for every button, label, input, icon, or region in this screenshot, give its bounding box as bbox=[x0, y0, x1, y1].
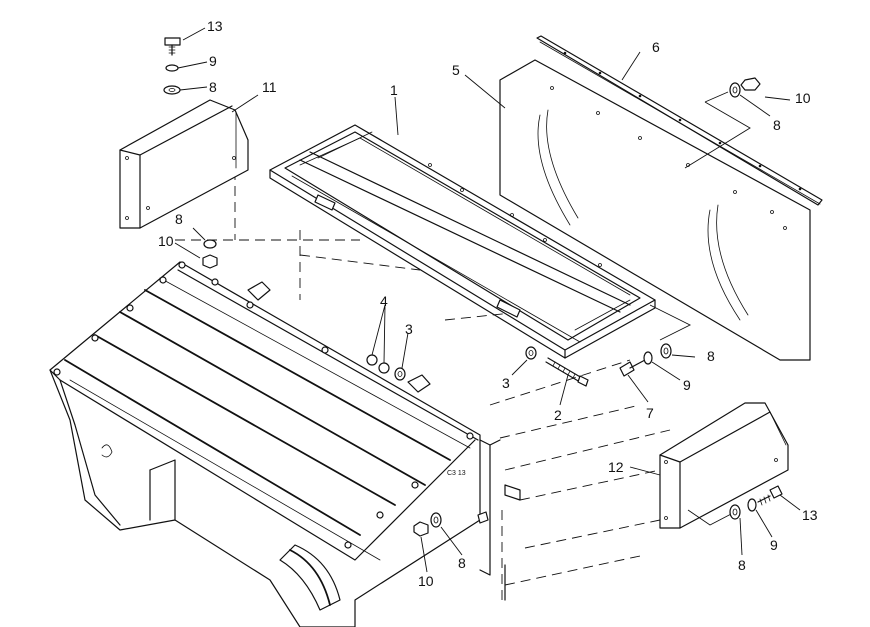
lock-washer-9-right-mid bbox=[643, 351, 653, 365]
callout-3-left: 3 bbox=[405, 321, 413, 337]
lock-washer-9-top bbox=[165, 64, 179, 72]
washer-8-bottom-right bbox=[729, 504, 741, 520]
callout-10-right: 10 bbox=[795, 90, 811, 106]
leader-lines bbox=[174, 27, 801, 573]
callout-11: 11 bbox=[262, 79, 277, 95]
pins-4 bbox=[366, 354, 390, 374]
callout-8-bottom-right: 8 bbox=[738, 557, 746, 573]
washer-3-right bbox=[525, 346, 537, 360]
window-panel bbox=[499, 59, 811, 361]
top-frame-assembly bbox=[269, 124, 656, 359]
callout-7: 7 bbox=[646, 405, 654, 421]
panel-marking: C3 13 bbox=[447, 470, 466, 477]
main-housing bbox=[49, 261, 481, 627]
callout-2: 2 bbox=[554, 407, 562, 423]
callout-10-left-mid: 10 bbox=[158, 233, 174, 249]
callout-labels: 13 9 8 11 8 10 1 5 6 10 8 4 3 3 2 8 9 7 … bbox=[158, 18, 818, 589]
end-plate-left bbox=[119, 99, 249, 229]
callout-9-bottom-right: 9 bbox=[770, 537, 778, 553]
washer-8-bottom-center bbox=[430, 512, 442, 528]
callout-8-bottom-center: 8 bbox=[458, 555, 466, 571]
assembly-centerlines bbox=[175, 170, 671, 600]
bolt-13-bottom-right bbox=[757, 485, 783, 506]
washer-8-left-mid bbox=[203, 239, 217, 249]
callout-3-right: 3 bbox=[502, 375, 510, 391]
washer-8-top bbox=[163, 85, 181, 95]
callout-10-bottom: 10 bbox=[418, 573, 434, 589]
washer-8-right-top bbox=[729, 82, 741, 98]
trim-strip bbox=[536, 35, 823, 206]
bolt-7 bbox=[619, 359, 646, 377]
bolt-13-top bbox=[164, 37, 181, 56]
callout-8-right-mid: 8 bbox=[707, 348, 715, 364]
callout-13-bottom-right: 13 bbox=[802, 507, 818, 523]
callout-8-top: 8 bbox=[209, 79, 217, 95]
nut-10-left-mid bbox=[202, 254, 218, 269]
callout-1: 1 bbox=[390, 82, 398, 98]
callout-6: 6 bbox=[652, 39, 660, 55]
side-frame bbox=[479, 439, 521, 601]
callout-9-top: 9 bbox=[209, 53, 217, 69]
washer-8-right-mid bbox=[660, 343, 672, 359]
callout-8-left-mid: 8 bbox=[175, 211, 183, 227]
callout-5: 5 bbox=[452, 62, 460, 78]
end-plate-right bbox=[659, 402, 789, 529]
callout-4: 4 bbox=[380, 293, 388, 309]
callout-13-top: 13 bbox=[207, 18, 223, 34]
shaft-2 bbox=[545, 357, 589, 387]
callout-8-right-top: 8 bbox=[773, 117, 781, 133]
nut-10-right bbox=[740, 77, 761, 91]
nut-10-bottom bbox=[413, 521, 429, 537]
callout-12: 12 bbox=[608, 459, 624, 475]
callout-9-right-mid: 9 bbox=[683, 377, 691, 393]
lock-washer-9-bottom-right bbox=[747, 498, 757, 512]
washer-3-left bbox=[394, 367, 406, 381]
